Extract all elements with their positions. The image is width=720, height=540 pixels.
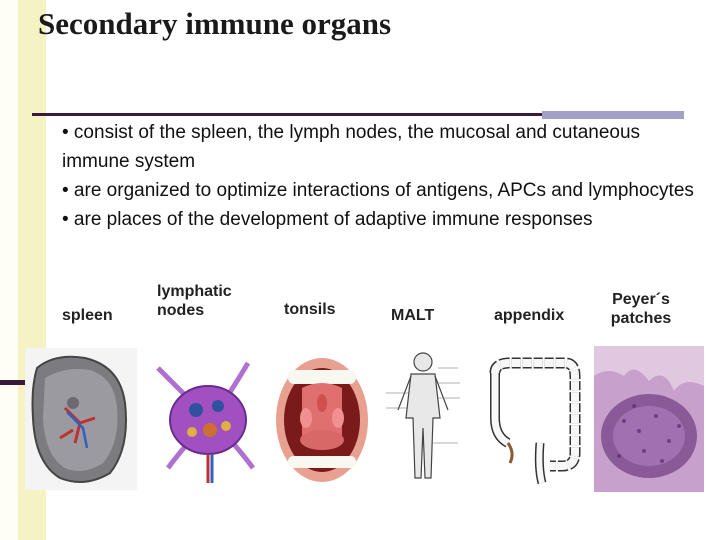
label-spleen: spleen xyxy=(62,307,113,324)
label-nodes: nodes xyxy=(157,302,205,319)
label-appendix: appendix xyxy=(494,307,565,324)
malt-image xyxy=(378,348,468,490)
lower-band-accent xyxy=(0,380,30,385)
label-tonsils: tonsils xyxy=(284,301,336,318)
label-malt: MALT xyxy=(391,307,435,324)
slide-title: Secondary immune organs xyxy=(38,6,392,41)
appendix-image xyxy=(480,348,584,490)
label-patches: patches xyxy=(610,310,672,327)
label-lymphatic: lymphatic xyxy=(157,283,232,300)
tonsils-image xyxy=(272,348,372,490)
label-lymphatic-nodes: lymphatic nodes xyxy=(157,282,232,320)
bullet-list: • consist of the spleen, the lymph nodes… xyxy=(62,118,702,234)
label-peyers: Peyer´s xyxy=(612,291,670,308)
bullet-2: • are organized to optimize interactions… xyxy=(62,180,694,201)
bullet-1: • consist of the spleen, the lymph nodes… xyxy=(62,122,641,172)
title-rule-accent xyxy=(542,111,684,119)
spleen-image xyxy=(25,348,137,490)
lymph-node-image xyxy=(148,348,265,490)
bullet-3: • are places of the development of adapt… xyxy=(62,209,593,230)
title-rule xyxy=(32,113,542,116)
left-band-stripe xyxy=(0,0,18,540)
peyers-patches-image xyxy=(594,346,704,492)
label-peyers-patches: Peyer´s patches xyxy=(604,290,678,328)
